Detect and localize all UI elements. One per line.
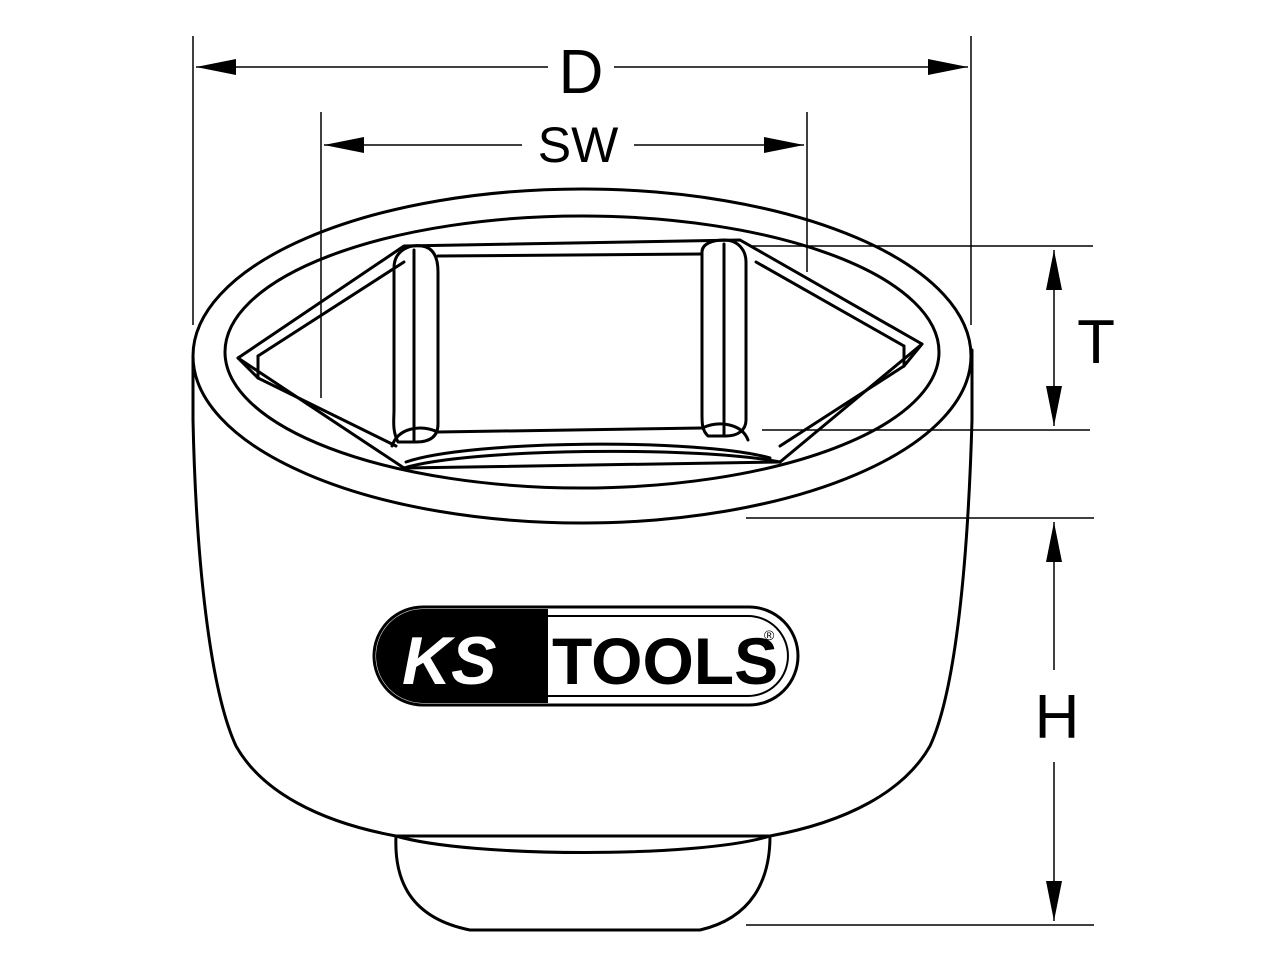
dimension-lines: [192, 36, 1094, 926]
socket-body: [191, 187, 974, 932]
rim-inner: [223, 214, 941, 490]
dim-label-sw: SW: [538, 117, 619, 173]
dim-label-t: T: [1077, 308, 1115, 377]
drive-stub-top: [394, 834, 772, 854]
dim-label-h: H: [1035, 683, 1080, 752]
drive-stub: [394, 834, 772, 932]
bore-floor-inner: [404, 442, 772, 464]
logo-black-panel: [376, 609, 548, 703]
body-outline: [191, 348, 974, 838]
ks-tools-logo: KS TOOLS ®: [372, 605, 800, 707]
logo-registered-mark: ®: [764, 627, 775, 643]
dim-label-d: D: [559, 38, 604, 107]
logo-ks-text: KS: [402, 623, 496, 699]
logo-tools-text: TOOLS: [552, 624, 778, 698]
flute-left: [392, 244, 440, 444]
rim-outer: [191, 187, 973, 525]
hex-opening: [236, 238, 924, 470]
bore-floor: [402, 449, 782, 470]
flute-right: [700, 238, 748, 438]
